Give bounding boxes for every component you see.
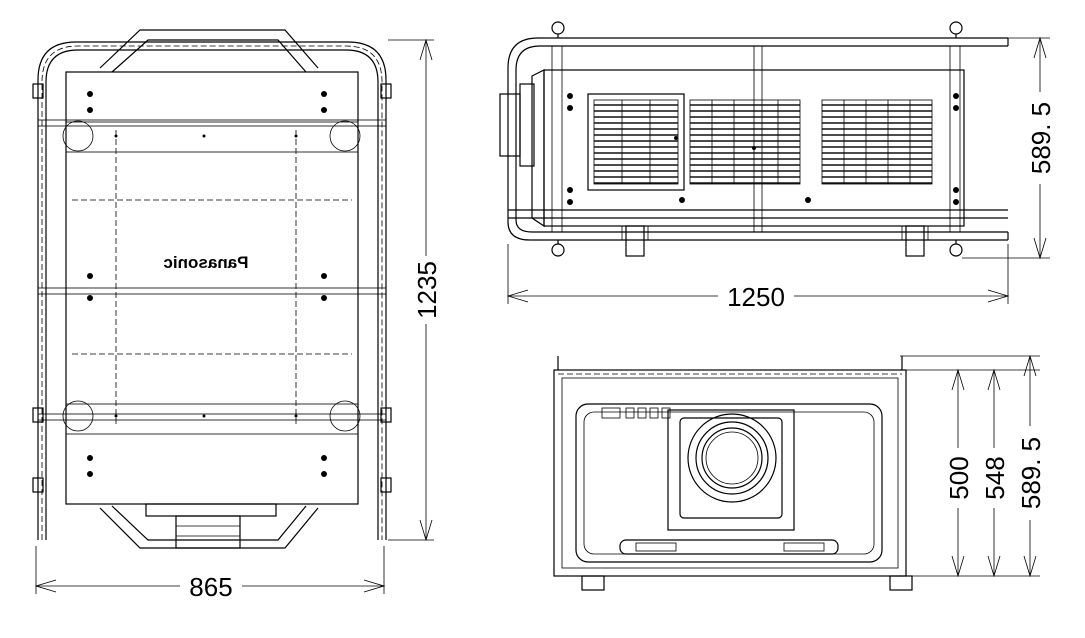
panasonic-logo: Panasonic bbox=[163, 253, 248, 272]
dim-front-a: 500 bbox=[944, 456, 974, 499]
dim-top-depth: 1235 bbox=[412, 261, 442, 319]
top-handle bbox=[99, 29, 319, 69]
top-frame-outer bbox=[37, 41, 387, 540]
front-view: 500 548 589. 5 bbox=[553, 354, 1046, 591]
dim-front-b: 548 bbox=[980, 456, 1010, 499]
dim-side-length: 1250 bbox=[727, 282, 785, 312]
side-view: 1250 589. 5 bbox=[499, 21, 1056, 312]
front-lens bbox=[701, 427, 763, 489]
top-view: Panasonic 865 1235 bbox=[32, 29, 442, 602]
front-lens-housing bbox=[667, 409, 795, 531]
front-body bbox=[575, 403, 883, 563]
dim-front-c: 589. 5 bbox=[1016, 437, 1046, 509]
front-frame bbox=[553, 369, 907, 577]
dim-side-height: 589. 5 bbox=[1026, 102, 1056, 174]
top-lens bbox=[175, 515, 241, 549]
side-frame bbox=[507, 37, 1008, 241]
top-frame-inner bbox=[45, 49, 379, 540]
dim-top-width: 865 bbox=[189, 572, 232, 602]
